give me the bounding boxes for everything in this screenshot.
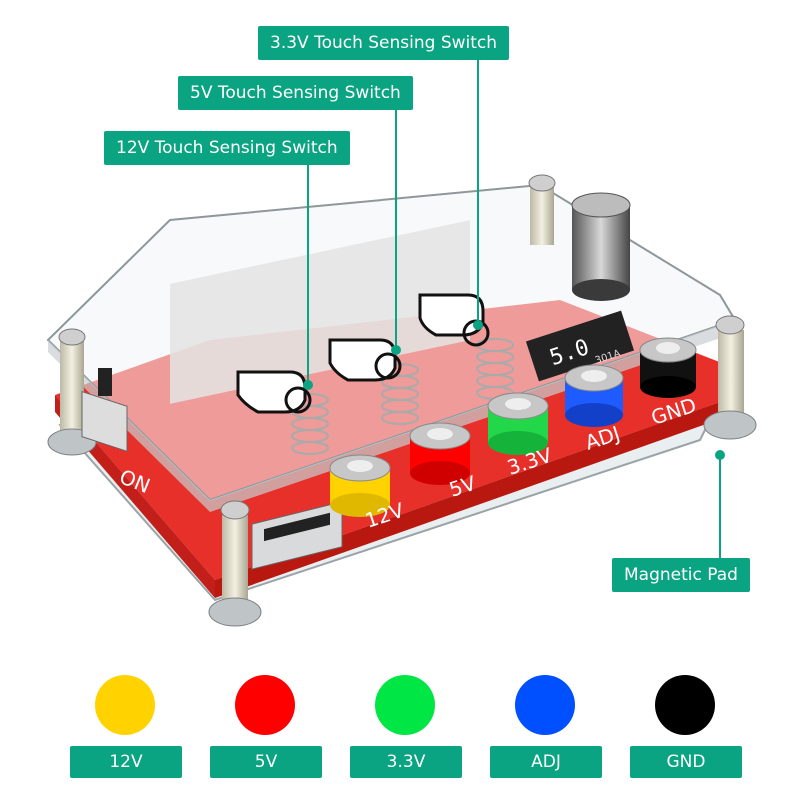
callout-dot-5v <box>391 345 401 355</box>
post-front-right <box>703 315 757 440</box>
callout-33v-switch: 3.3V Touch Sensing Switch <box>258 26 510 60</box>
post-back-left <box>47 328 97 456</box>
callout-dot-12v <box>303 380 313 390</box>
legend-dot-gnd <box>655 675 715 735</box>
legend-dot-33v <box>375 675 435 735</box>
legend-label-33v: 3.3V <box>350 746 462 778</box>
post-front-left <box>208 500 262 627</box>
pcb-edge-front <box>215 395 740 598</box>
legend-label-adj: ADJ <box>490 746 602 778</box>
terminal-gnd <box>639 337 697 398</box>
callout-5v-switch: 5V Touch Sensing Switch <box>178 76 413 110</box>
legend-dot-adj <box>515 675 575 735</box>
potentiometer-knob <box>571 192 631 301</box>
callout-dot-33v <box>473 320 483 330</box>
top-plate-edge-left <box>48 340 210 512</box>
callout-magnetic-pad: Magnetic Pad <box>612 558 750 592</box>
callout-dot-pad <box>715 450 725 460</box>
legend-dot-5v <box>235 675 295 735</box>
terminal-adj <box>564 364 624 427</box>
callout-leaders <box>307 60 721 560</box>
legend-label-12v: 12V <box>70 746 182 778</box>
voltage-display: 5.0 301A <box>525 310 635 382</box>
legend-dot-12v <box>95 675 155 735</box>
terminal-33v <box>487 392 549 455</box>
power-switch <box>81 368 128 452</box>
post-back-right <box>528 174 556 245</box>
legend-label-gnd: GND <box>630 746 742 778</box>
terminal-12v <box>329 454 391 517</box>
usb-port <box>251 501 343 570</box>
touch-hand-icon-5v <box>328 338 402 382</box>
legend-label-5v: 5V <box>210 746 322 778</box>
spring-12v <box>291 393 329 455</box>
touch-hand-icon-12v <box>236 370 312 414</box>
terminal-5v <box>409 422 471 485</box>
callout-12v-switch: 12V Touch Sensing Switch <box>104 131 350 165</box>
